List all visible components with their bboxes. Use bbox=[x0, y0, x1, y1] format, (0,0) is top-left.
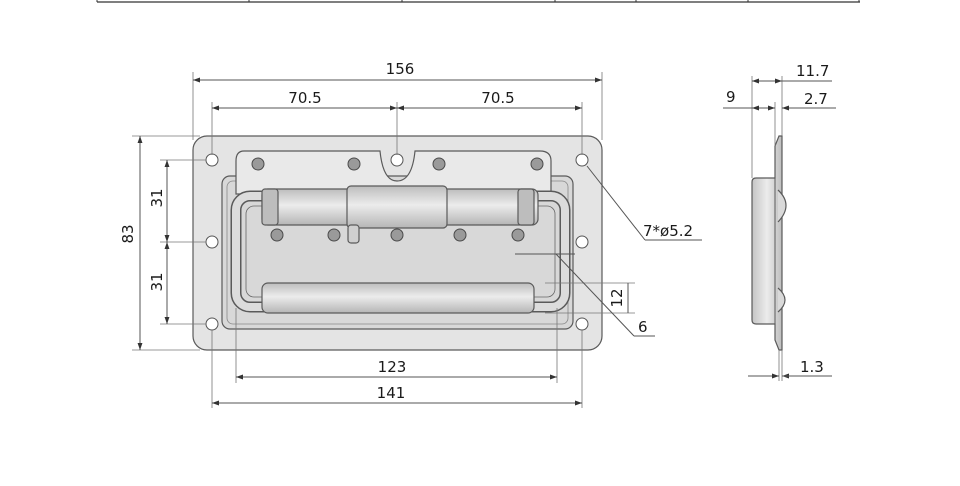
spec-table-edge bbox=[96, 0, 860, 3]
dim-side-lip: 2.7 bbox=[804, 90, 828, 108]
dim-handle-bar: 6 bbox=[638, 318, 648, 336]
dim-left-half: 70.5 bbox=[288, 89, 321, 107]
grip-bar bbox=[261, 282, 535, 314]
rivet bbox=[327, 228, 341, 242]
rivet bbox=[453, 228, 467, 242]
front-view bbox=[192, 135, 603, 351]
dim-side-thickness: 1.3 bbox=[800, 358, 824, 376]
rivet bbox=[432, 157, 446, 171]
dim-handle-offset: 12 bbox=[608, 288, 626, 307]
dim-inner-length: 123 bbox=[378, 358, 407, 376]
dim-lower-pitch: 31 bbox=[148, 272, 166, 291]
dim-overall-height: 83 bbox=[119, 224, 137, 243]
rivet bbox=[251, 157, 265, 171]
dim-overall-width: 156 bbox=[386, 60, 415, 78]
front-dimensions: 156 70.5 70.5 83 31 31 7*ø5.2 12 bbox=[119, 60, 702, 408]
mount-hole bbox=[205, 153, 219, 167]
mount-hole bbox=[575, 317, 589, 331]
dim-hole-spacing: 141 bbox=[377, 384, 406, 402]
dim-upper-pitch: 31 bbox=[148, 188, 166, 207]
rivet bbox=[390, 228, 404, 242]
mount-hole bbox=[390, 153, 404, 167]
dim-side-depth: 11.7 bbox=[796, 62, 829, 80]
dim-hole-callout: 7*ø5.2 bbox=[643, 222, 693, 240]
side-view bbox=[751, 135, 787, 351]
rivet bbox=[511, 228, 525, 242]
mount-hole bbox=[205, 317, 219, 331]
rivet bbox=[270, 228, 284, 242]
mount-hole bbox=[575, 153, 589, 167]
side-hinge-bump bbox=[777, 189, 787, 223]
rivet bbox=[347, 157, 361, 171]
side-dimensions: 11.7 9 2.7 1.3 bbox=[723, 62, 836, 381]
side-profile bbox=[751, 135, 783, 351]
mount-hole bbox=[205, 235, 219, 249]
rivet bbox=[530, 157, 544, 171]
side-grip-bump bbox=[777, 287, 786, 313]
mount-hole bbox=[575, 235, 589, 249]
dim-side-flange: 9 bbox=[726, 88, 736, 106]
dim-right-half: 70.5 bbox=[481, 89, 514, 107]
hinge-bracket bbox=[235, 150, 552, 195]
